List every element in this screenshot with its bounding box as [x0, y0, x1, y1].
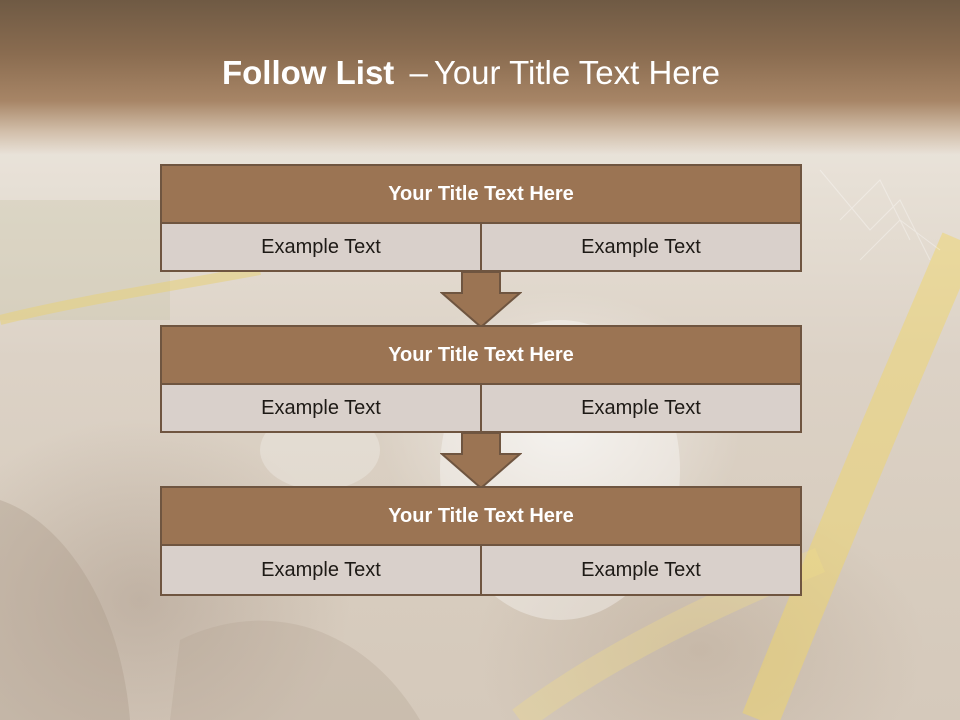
title-rest-part: Your Title Text Here	[433, 54, 720, 91]
step-title-1: Your Title Text Here	[162, 166, 800, 224]
step-title-2: Your Title Text Here	[162, 327, 800, 385]
step-3-left-cell: Example Text	[162, 546, 480, 594]
step-row-1: Example Text Example Text	[162, 224, 800, 270]
step-1-left-cell: Example Text	[162, 224, 480, 270]
slide-title: Follow List –Your Title Text Here	[0, 54, 942, 92]
step-3-right-cell: Example Text	[480, 546, 800, 594]
step-box-3: Your Title Text Here Example Text Exampl…	[160, 486, 802, 596]
step-title-3: Your Title Text Here	[162, 488, 800, 546]
step-row-2: Example Text Example Text	[162, 385, 800, 431]
title-bold-part: Follow List	[221, 54, 395, 91]
down-arrow-icon	[440, 432, 522, 490]
step-2-right-cell: Example Text	[480, 385, 800, 431]
step-1-right-cell: Example Text	[480, 224, 800, 270]
step-box-1: Your Title Text Here Example Text Exampl…	[160, 164, 802, 272]
title-separator: –	[409, 54, 428, 91]
down-arrow-icon	[440, 271, 522, 329]
step-row-3: Example Text Example Text	[162, 546, 800, 594]
header-band	[0, 0, 960, 155]
step-2-left-cell: Example Text	[162, 385, 480, 431]
step-box-2: Your Title Text Here Example Text Exampl…	[160, 325, 802, 433]
